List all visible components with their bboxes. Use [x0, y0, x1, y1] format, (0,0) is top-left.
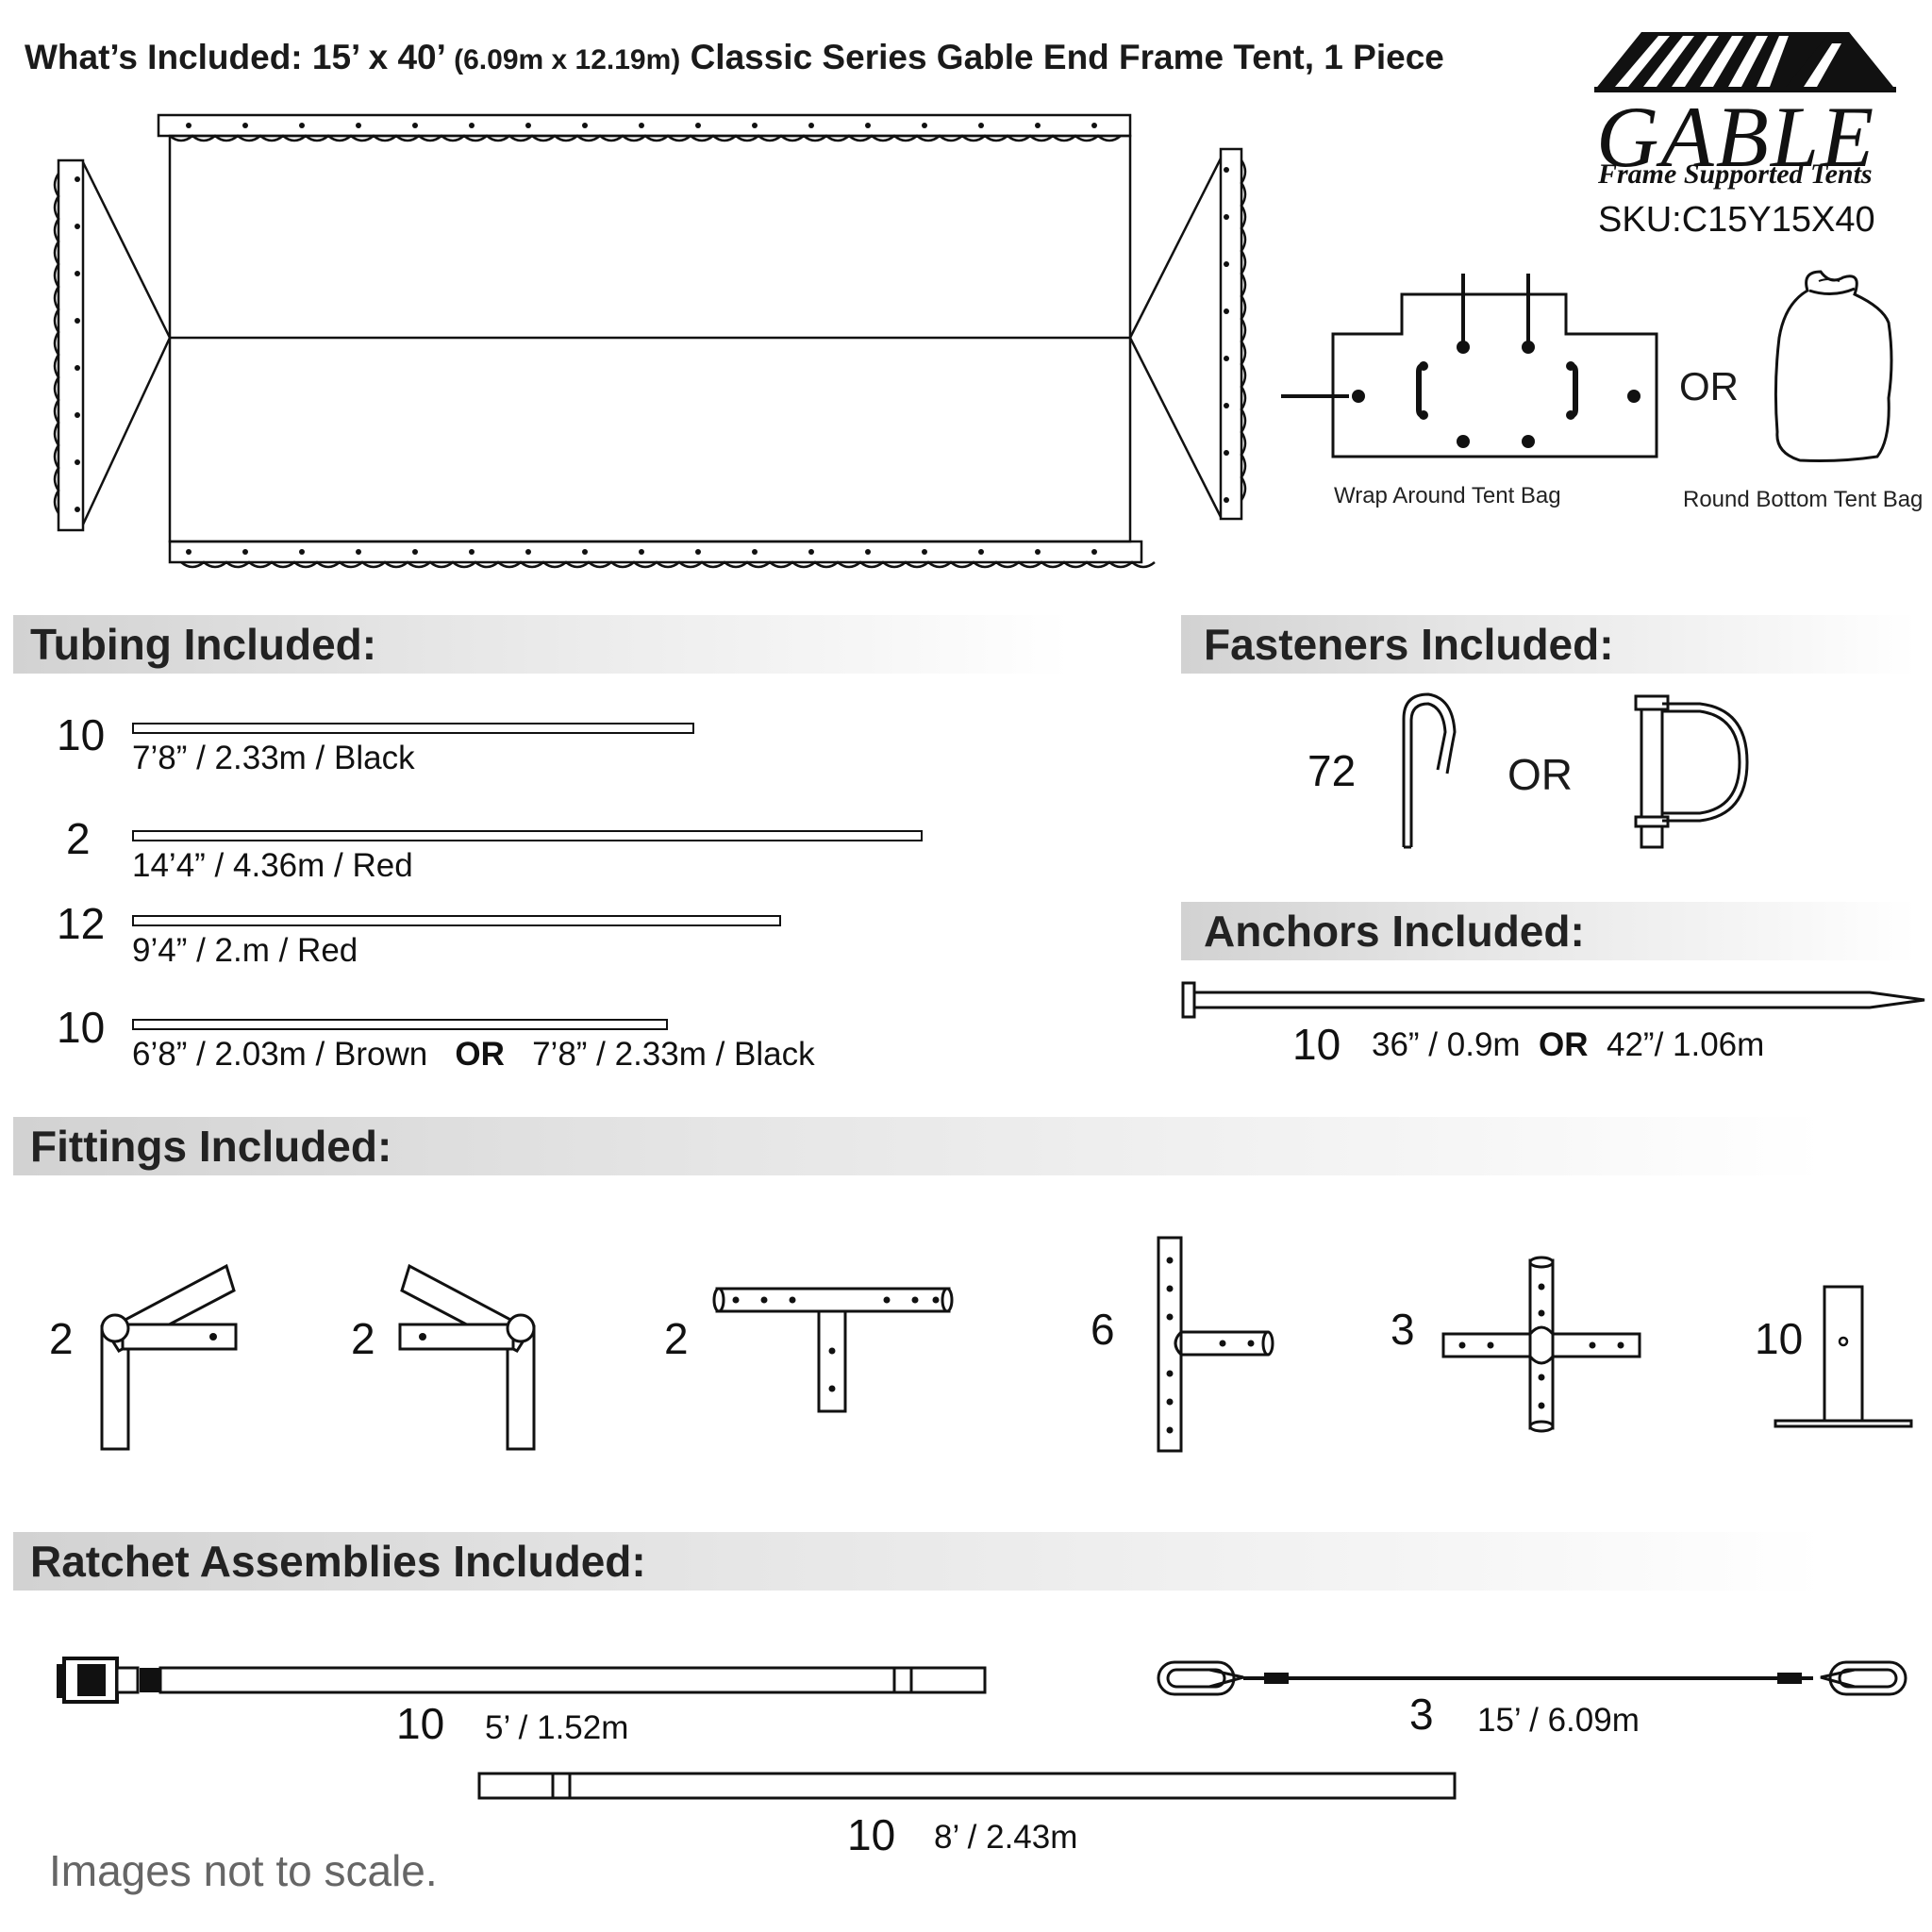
- tube-bar-4: [132, 1019, 668, 1030]
- title-prefix: What’s Included: 15’ x 40’: [25, 38, 444, 76]
- fastener-qty: 72: [1307, 746, 1357, 795]
- round-bottom-bag-icon: [1774, 270, 1893, 462]
- lynch-pin-icon: [1634, 694, 1749, 849]
- fitting-qty-5: 3: [1391, 1305, 1415, 1354]
- strap-b-qty: 10: [847, 1810, 896, 1859]
- anchors-section-bar: [1181, 902, 1917, 960]
- anchor-or-label: OR: [1539, 1026, 1589, 1063]
- wrap-around-bag-icon: [1281, 274, 1658, 458]
- tube-label-4: 6’8” / 2.03m / Brown OR 7’8” / 2.33m / B…: [132, 1036, 815, 1074]
- scale-note: Images not to scale.: [49, 1846, 438, 1895]
- right-eave-fitting-icon: [398, 1263, 536, 1451]
- tube-label-3: 9’4” / 2.m / Red: [132, 932, 358, 969]
- tent-top-diagram: [53, 113, 1247, 569]
- ratchets-section-title: Ratchet Assemblies Included:: [30, 1537, 646, 1586]
- tubing-section-title: Tubing Included:: [30, 620, 377, 669]
- tube-label-2: 14’4” / 4.36m / Red: [132, 847, 413, 884]
- bag-or-label: OR: [1679, 364, 1739, 408]
- fitting-qty-4: 6: [1091, 1305, 1115, 1354]
- fitting-qty-3: 2: [664, 1314, 689, 1363]
- cable-assembly-icon: [1157, 1660, 1907, 1696]
- tube-bar-2: [132, 830, 923, 841]
- left-eave-fitting-icon: [100, 1263, 238, 1451]
- fitting-qty-2: 2: [351, 1314, 375, 1363]
- anchor-qty: 10: [1292, 1020, 1341, 1069]
- tube-qty-4: 10: [57, 1003, 106, 1052]
- brand-tagline: Frame Supported Tents: [1598, 158, 1873, 190]
- round-bag-label: Round Bottom Tent Bag: [1683, 487, 1924, 512]
- tube-bar-3: [132, 915, 781, 926]
- ratchets-section-bar: [13, 1532, 1824, 1591]
- tube-qty-2: 2: [66, 814, 91, 863]
- brand-name: GABLE: [1596, 89, 1876, 185]
- ratchet-strap-5ft-icon: [57, 1657, 987, 1704]
- fittings-section-title: Fittings Included:: [30, 1122, 392, 1171]
- wrap-bag-label: Wrap Around Tent Bag: [1334, 483, 1561, 508]
- strap-a-qty: 10: [396, 1699, 445, 1748]
- fitting-qty-6: 10: [1755, 1314, 1804, 1363]
- cross-fitting-icon: [1441, 1256, 1641, 1433]
- gable-awning-logo: [1594, 32, 1896, 92]
- tube-qty-1: 10: [57, 710, 106, 759]
- anchor-stake-icon: [1181, 981, 1925, 1019]
- anchors-section-title: Anchors Included:: [1204, 907, 1585, 956]
- side-t-fitting-icon: [1157, 1236, 1274, 1453]
- anchor-sizes: 36” / 0.9m OR 42”/ 1.06m: [1372, 1026, 1764, 1064]
- r-clip-icon: [1402, 692, 1457, 849]
- strap-b-size: 8’ / 2.43m: [934, 1819, 1078, 1856]
- cable-qty: 3: [1409, 1690, 1434, 1739]
- fasteners-section-title: Fasteners Included:: [1204, 620, 1614, 669]
- title-metric: (6.09m x 12.19m): [454, 44, 681, 75]
- tubing-section-bar: [13, 615, 1070, 674]
- anchor-size-a: 36” / 0.9m: [1372, 1026, 1521, 1063]
- title-rest: Classic Series Gable End Frame Tent, 1 P…: [690, 38, 1444, 76]
- sku-label: SKU:C15Y15X40: [1598, 200, 1875, 240]
- fitting-qty-1: 2: [49, 1314, 74, 1363]
- page-title: What’s Included: 15’ x 40’ (6.09m x 12.1…: [25, 38, 1444, 77]
- strap-a-size: 5’ / 1.52m: [485, 1709, 629, 1746]
- t-fitting-icon: [712, 1287, 954, 1413]
- cable-size: 15’ / 6.09m: [1477, 1702, 1640, 1739]
- fittings-section-bar: [13, 1117, 1824, 1175]
- base-plate-icon: [1774, 1285, 1913, 1428]
- tube-label-1: 7’8” / 2.33m / Black: [132, 740, 415, 776]
- strap-8ft-icon: [477, 1772, 1457, 1800]
- tube-qty-3: 12: [57, 899, 106, 948]
- tube-label-4a: 6’8” / 2.03m / Brown: [132, 1036, 428, 1073]
- tube-label-4b: 7’8” / 2.33m / Black: [532, 1036, 815, 1073]
- tube-bar-1: [132, 723, 694, 734]
- fastener-or-label: OR: [1507, 750, 1573, 799]
- tube-label-4-or: OR: [455, 1036, 505, 1073]
- fasteners-section-bar: [1181, 615, 1917, 674]
- anchor-size-b: 42”/ 1.06m: [1606, 1026, 1765, 1063]
